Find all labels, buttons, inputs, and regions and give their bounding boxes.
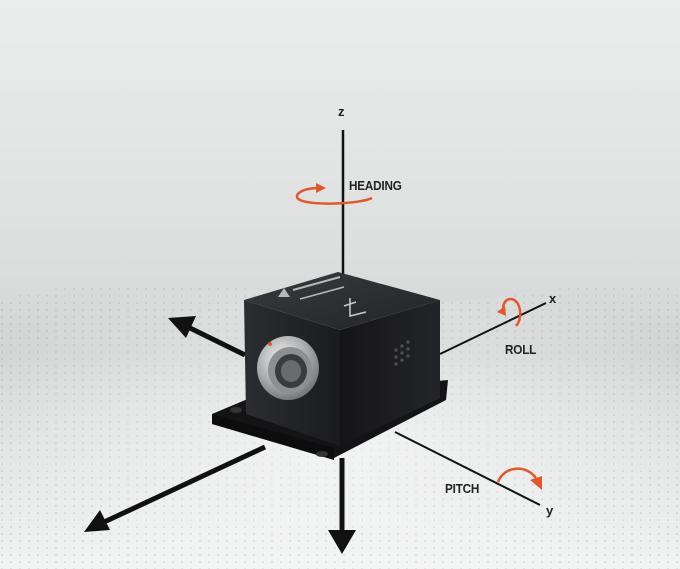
axis-arrowhead-icon xyxy=(84,510,110,532)
heading-rotation-arrow-icon xyxy=(295,183,373,205)
front-left-axis-arrow xyxy=(84,444,267,532)
z-axis-label: z xyxy=(338,104,345,119)
left-axis-arrow xyxy=(168,316,247,358)
axis-arrowhead-icon xyxy=(168,316,196,338)
heading-label: HEADING xyxy=(349,178,402,193)
down-axis-arrow xyxy=(328,458,356,554)
connector-icon xyxy=(257,336,319,400)
sensor-logo xyxy=(278,276,367,317)
roll-label: ROLL xyxy=(505,342,537,357)
roll-rotation-arrow-icon xyxy=(497,297,522,327)
x-axis-label: x xyxy=(549,291,557,306)
y-axis-label: y xyxy=(546,503,554,518)
pitch-rotation-arrow-icon xyxy=(496,467,542,490)
axis-arrowhead-icon xyxy=(328,530,356,554)
imu-sensor xyxy=(212,272,448,460)
pitch-label: PITCH xyxy=(445,481,480,496)
y-axis-line xyxy=(394,431,541,506)
x-axis-line xyxy=(439,302,547,355)
vent-icon xyxy=(394,340,410,366)
